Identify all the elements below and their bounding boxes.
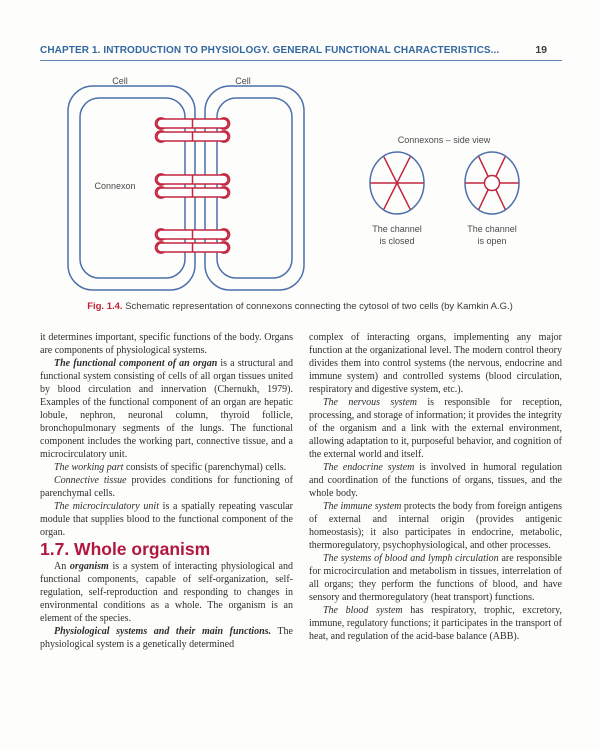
paragraph: The systems of blood and lymph circulati… [309,553,562,603]
paragraph: it determines important, specific functi… [40,332,293,356]
paragraph: The microcirculatory unit is a spatially… [40,501,293,538]
paragraph: The working part consists of specific (p… [54,462,287,473]
cell-label-left: Cell [112,76,128,86]
paragraph: Connective tissue provides conditions fo… [40,475,293,499]
figure-caption: Fig. 1.4. Schematic representation of co… [0,301,600,312]
paragraph: The blood system has respiratory, trophi… [309,605,562,642]
chapter-title: CHAPTER 1. INTRODUCTION TO PHYSIOLOGY. G… [40,45,500,56]
open-channel-diagram [464,151,520,215]
paragraph: The functional component of an organ is … [40,358,293,460]
connexon-label: Connexon [94,181,135,191]
figure-caption-label: Fig. 1.4. [87,301,123,312]
side-view-title: Connexons – side view [398,135,491,145]
paragraph: The nervous system is responsible for re… [309,397,562,460]
paragraph: complex of interacting organs, implement… [309,332,562,395]
page-number: 19 [535,44,547,56]
page-header: CHAPTER 1. INTRODUCTION TO PHYSIOLOGY. G… [40,44,562,61]
figure-caption-text: Schematic representation of connexons co… [122,301,513,312]
cell-label-right: Cell [235,76,251,86]
open-channel-caption-line2: is open [477,236,506,246]
connexon-channels [155,118,229,253]
two-cells-diagram: Cell Cell Connexon [67,76,305,291]
side-view-diagrams: Connexons – side view [369,135,520,246]
closed-channel-diagram [369,151,425,215]
open-channel-caption-line1: The channel [467,224,517,234]
paragraph: An organism is a system of interacting p… [40,561,293,624]
connexon-figure: Cell Cell Connexon Connexons – side view [67,76,520,291]
paragraph: The endocrine system is involved in humo… [309,462,562,499]
closed-channel-caption-line1: The channel [372,224,422,234]
left-column: it determines important, specific functi… [40,331,293,651]
paragraph: The immune system protects the body from… [309,501,562,551]
paragraph: Physiological systems and their main fun… [40,626,293,650]
closed-channel-caption-line2: is closed [379,236,414,246]
right-column: complex of interacting organs, implement… [309,331,562,643]
section-heading: 1.7. Whole organism [40,539,211,559]
